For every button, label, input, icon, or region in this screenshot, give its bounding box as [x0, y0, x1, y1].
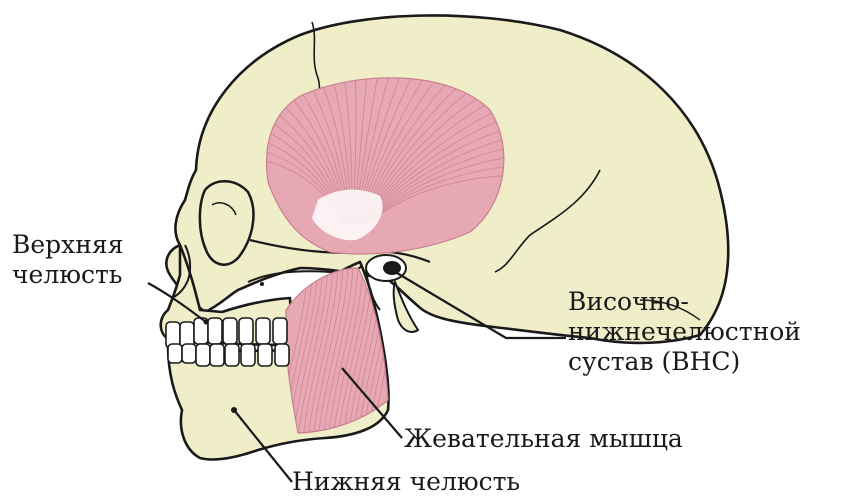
label-maxilla-line1: Верхняя [12, 230, 123, 260]
label-mandible: Нижняя челюсть [292, 467, 520, 497]
label-mandible-text: Нижняя челюсть [292, 467, 520, 497]
label-tmj-line3: сустав (ВНС) [568, 347, 801, 377]
label-tmj: Височно- нижнечелюстной сустав (ВНС) [568, 287, 801, 377]
label-maxilla: Верхняя челюсть [12, 230, 123, 290]
label-masseter-text: Жевательная мышца [404, 424, 683, 454]
label-maxilla-line2: челюсть [12, 260, 123, 290]
label-tmj-line2: нижнечелюстной [568, 317, 801, 347]
label-tmj-line1: Височно- [568, 287, 801, 317]
label-masseter: Жевательная мышца [404, 424, 683, 454]
